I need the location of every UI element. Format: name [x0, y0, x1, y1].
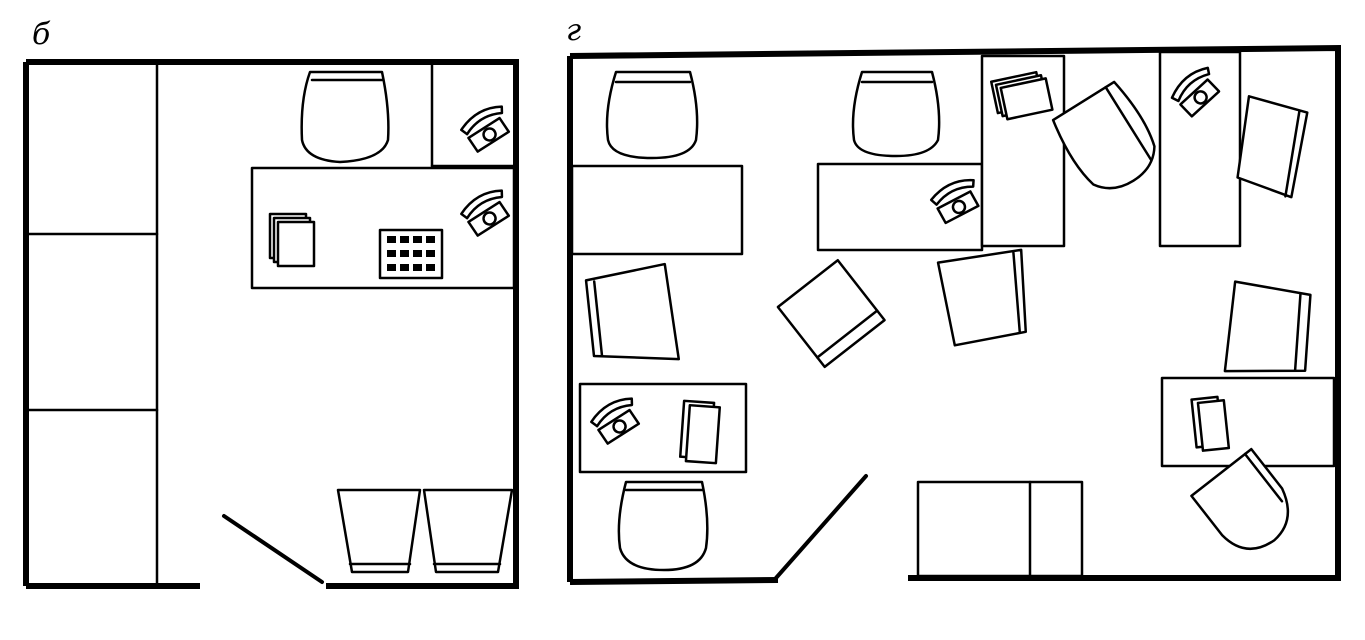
armchair-g-2	[776, 258, 886, 369]
papers-g-2	[678, 399, 722, 465]
papers-g-1	[989, 70, 1054, 121]
chair-g-4	[1236, 95, 1309, 199]
door-b	[222, 514, 324, 584]
telephone-b-1	[456, 102, 515, 156]
armchair-g-3	[936, 248, 1028, 347]
desk-g-1	[570, 164, 744, 256]
plan-g	[567, 44, 1341, 585]
door-g	[774, 474, 868, 580]
wardrobe-column	[26, 62, 159, 586]
desk-g-4	[1158, 50, 1242, 248]
keypad-b	[378, 228, 444, 280]
armchairs-b	[336, 488, 514, 574]
armchair-g-4	[1223, 280, 1312, 373]
chair-g-1	[605, 70, 699, 160]
chair-g-3	[1051, 80, 1156, 190]
chair-g-2	[851, 70, 941, 158]
plan-b-label: б	[32, 17, 51, 52]
papers-b	[268, 212, 316, 268]
chair-g-6	[1190, 447, 1290, 550]
armchair-g-1	[584, 262, 681, 361]
chair-g-5	[617, 480, 709, 572]
chair-b-top	[300, 70, 390, 164]
cabinet-g	[916, 480, 1084, 578]
plan-b	[23, 59, 519, 589]
plan-g-label: г	[566, 13, 582, 48]
papers-g-3	[1190, 395, 1231, 452]
